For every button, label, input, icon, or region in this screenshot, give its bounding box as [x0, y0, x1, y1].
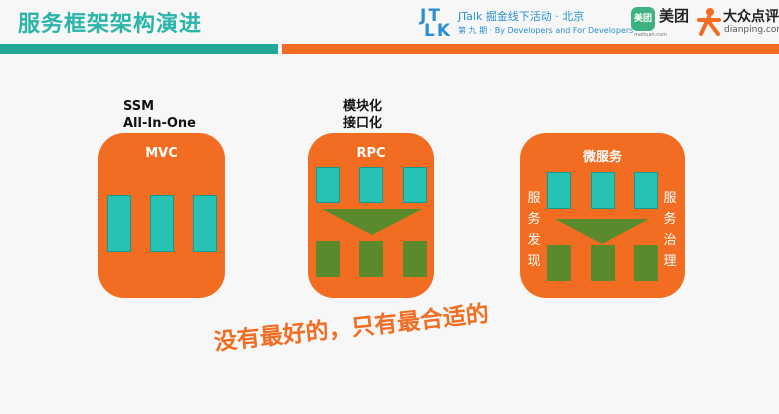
stage-mvc-label-line1: SSM [123, 99, 155, 114]
meituan-logo-icon: 美团 [631, 7, 655, 31]
stage-rpc-title: RPC [356, 146, 386, 161]
rpc-provider [316, 241, 340, 277]
dianping-brand-text: 大众点评 [723, 9, 779, 25]
stage-rpc-label-line2: 接口化 [343, 116, 383, 131]
mvc-module [107, 195, 131, 252]
dianping-logo-icon [696, 6, 722, 36]
service-governance-label: 服务治理 [663, 191, 677, 269]
stage-microservice-title: 微服务 [582, 150, 622, 165]
dianping-url: dianping.com [724, 25, 779, 35]
rpc-service [359, 167, 383, 203]
stage-mvc-title: MVC [145, 146, 178, 161]
rpc-provider [403, 241, 427, 277]
page-title: 服务框架架构演进 [18, 12, 203, 37]
header-divider-teal [0, 44, 278, 54]
rpc-service [316, 167, 340, 203]
stage-rpc-label-line1: 模块化 [343, 99, 383, 114]
service-discovery-label: 服务发现 [527, 191, 541, 269]
slogan: 没有最好的，只有最合适的 [212, 301, 491, 356]
arrow-down-icon [322, 209, 422, 235]
micro-service [547, 172, 571, 209]
micro-service [591, 172, 615, 209]
micro-service [634, 172, 658, 209]
meituan-url: meituan.com [634, 32, 667, 38]
micro-provider [634, 245, 658, 281]
micro-provider [547, 245, 571, 281]
arrow-down-icon [555, 219, 649, 244]
meituan-brand-text: 美团 [659, 7, 690, 25]
rpc-service [403, 167, 427, 203]
rpc-provider [359, 241, 383, 277]
stage-mvc-label-line2: All-In-One [123, 116, 196, 131]
micro-provider [591, 245, 615, 281]
header-divider-orange [282, 44, 779, 54]
jtalk-event-subtitle: 第 九 期 · By Developers and For Developers [458, 26, 634, 35]
mvc-module [193, 195, 217, 252]
mvc-module [150, 195, 174, 252]
jtalk-event-title: JTalk 掘金线下活动 · 北京 [458, 10, 585, 23]
